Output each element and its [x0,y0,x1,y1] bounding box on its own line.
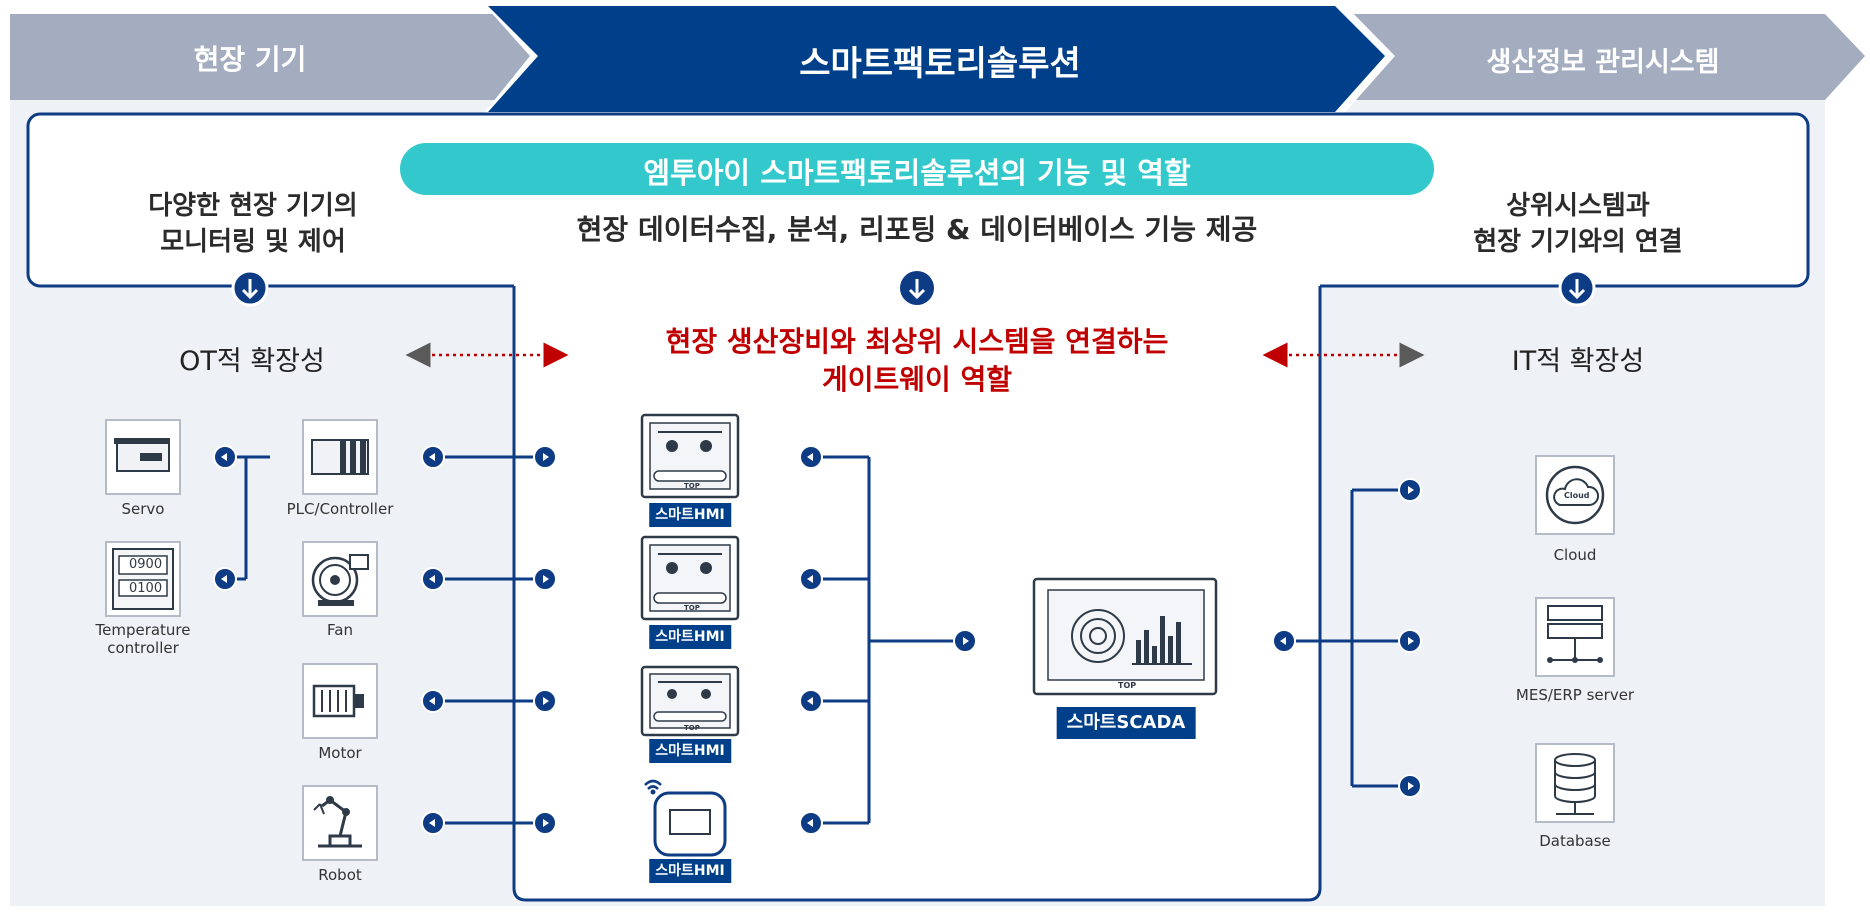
hmi-badge-2: 스마트HMI [649,625,731,649]
header-right-label: 생산정보 관리시스템 [1486,47,1720,78]
mes-erp-label: MES/ERP server [1515,686,1635,704]
hmi-brand-3: TOP [684,724,700,732]
hmi-panel-3 [640,665,740,737]
down-arrow-icon-right [1558,269,1596,307]
hmi-panel-2 [640,535,740,621]
cloud-label: Cloud [1553,546,1597,564]
header-left-band [10,14,535,100]
ot-extensibility-label: OT적 확장성 [179,346,325,377]
header-center-label: 스마트팩토리솔루션 [799,44,1081,84]
plc-label: PLC/Controller [286,500,394,518]
left-function-line2: 모니터링 및 제어 [160,227,346,257]
fan-label: Fan [327,621,353,639]
down-arrow-icon-left [231,269,269,307]
function-title-pill [400,143,1434,195]
header-right-band [1340,14,1865,100]
mes-erp-server-icon [1535,597,1615,677]
hmi-badge-4: 스마트HMI [649,859,731,883]
scada-panel [1032,577,1218,696]
cloud-icon [1535,455,1615,535]
robot-icon [302,785,378,861]
function-title: 엠투아이 스마트팩토리솔루션의 기능 및 역할 [643,156,1191,190]
servo-label: Servo [121,500,165,518]
fan-icon [302,541,378,617]
motor-label: Motor [318,744,362,762]
database-label: Database [1539,832,1611,850]
plc-controller-icon [302,419,378,495]
function-subtitle: 현장 데이터수집, 분석, 리포팅 & 데이터베이스 기능 제공 [576,213,1258,246]
down-arrow-icon-center [900,271,934,305]
scada-badge: 스마트SCADA [1056,707,1196,739]
it-extensibility-label: IT적 확장성 [1511,346,1645,377]
left-connector-lines [225,455,545,825]
node-arrow-glyphs [221,453,1414,827]
temperature-label-line1: Temperature [95,621,191,639]
hmi-panel-1 [640,413,740,499]
hmi-badge-3: 스마트HMI [649,739,731,763]
hmi-brand-1: TOP [684,482,700,490]
motor-icon [302,663,378,739]
temp-value-1: 0900 [129,557,163,572]
temp-value-2: 0100 [129,581,163,596]
center-panel-border-bottom [512,887,1322,902]
servo-icon [105,419,181,495]
right-function-line2: 현장 기기와의 연결 [1473,227,1683,257]
gateway-line2: 게이트웨이 역할 [821,363,1013,396]
header-left-label: 현장 기기 [193,43,307,76]
hmi-brand-2: TOP [684,604,700,612]
temperature-label-line2: controller [107,639,179,657]
hmi-badge-1: 스마트HMI [649,503,731,527]
right-function-line1: 상위시스템과 [1506,191,1650,221]
gateway-line1: 현장 생산장비와 최상위 시스템을 연결하는 [665,325,1169,358]
cloud-icon-text: Cloud [1564,491,1590,500]
temperature-controller-icon [105,541,181,617]
center-connector-lines [811,455,1410,825]
database-icon [1535,743,1615,823]
left-function-line1: 다양한 현장 기기의 [148,191,358,221]
header-center-arrow [488,6,1385,112]
hmi-handheld [644,779,727,857]
robot-label: Robot [318,866,362,884]
scada-brand: TOP [1118,681,1137,690]
